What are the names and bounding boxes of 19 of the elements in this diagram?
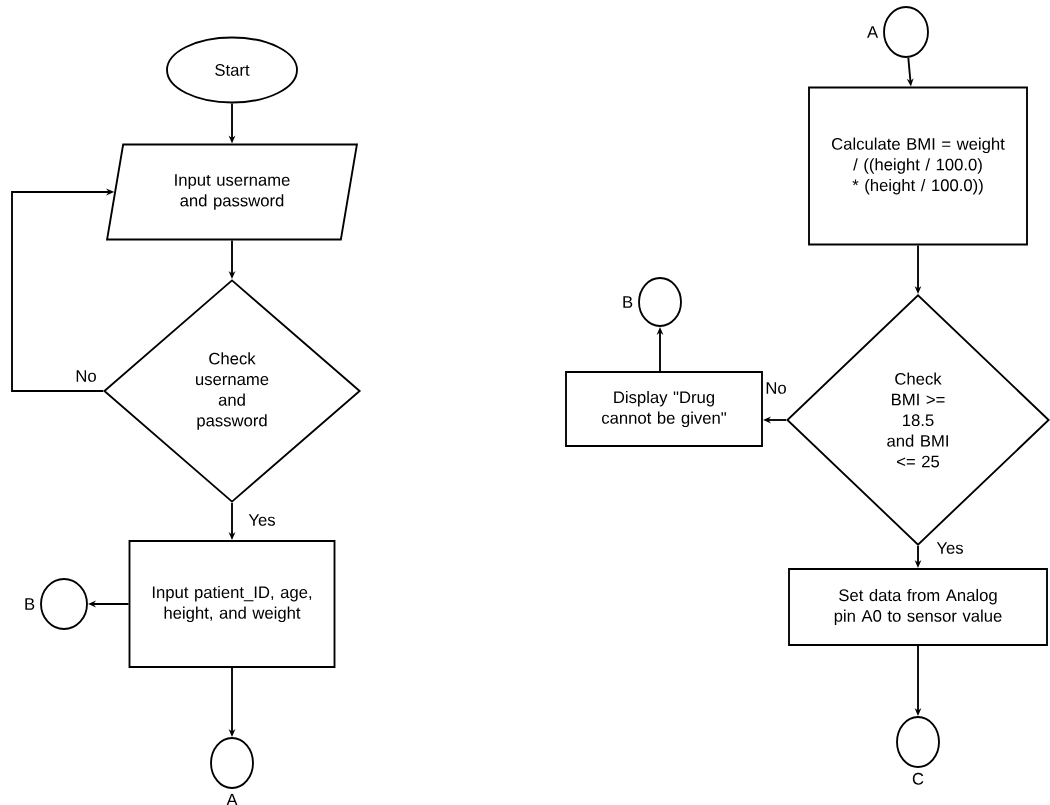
process-box: Set data from Analog pin A0 to sensor value: [788, 568, 1048, 646]
connector-circle: [638, 277, 682, 327]
edge-label: No: [74, 368, 98, 384]
start-terminal: Start: [166, 36, 298, 104]
connector-letter: B: [623, 296, 633, 308]
connector-circle: [40, 578, 88, 630]
connector-circle: [210, 737, 254, 789]
edge-label: Yes: [247, 512, 277, 528]
edge-label: No: [764, 380, 788, 396]
process-box: Input patient_ID, age, height, and weight: [128, 540, 336, 668]
process-box: Display "Drug cannot be given": [565, 371, 763, 447]
process-box: Calculate BMI = weight / ((height / 100.0) * (height / 100.0)): [808, 86, 1028, 246]
connector-circle: [896, 716, 940, 768]
connector-letter: C: [912, 772, 924, 785]
connector-letter: B: [25, 598, 35, 610]
connector-circle: [883, 6, 929, 58]
input-parallelogram: Input username and password: [106, 143, 359, 241]
connector-letter: A: [226, 793, 238, 805]
connector-letter: A: [867, 26, 879, 38]
